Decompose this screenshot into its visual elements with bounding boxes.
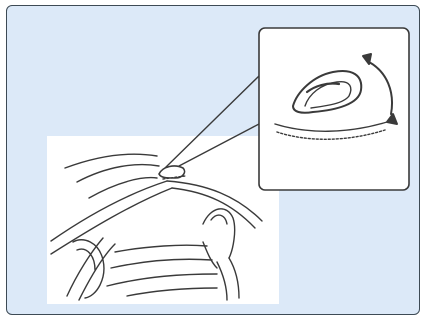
illustration [7,6,420,315]
figure-frame [6,5,420,315]
detail-inset [259,28,409,190]
car-interior-scene [47,136,279,304]
